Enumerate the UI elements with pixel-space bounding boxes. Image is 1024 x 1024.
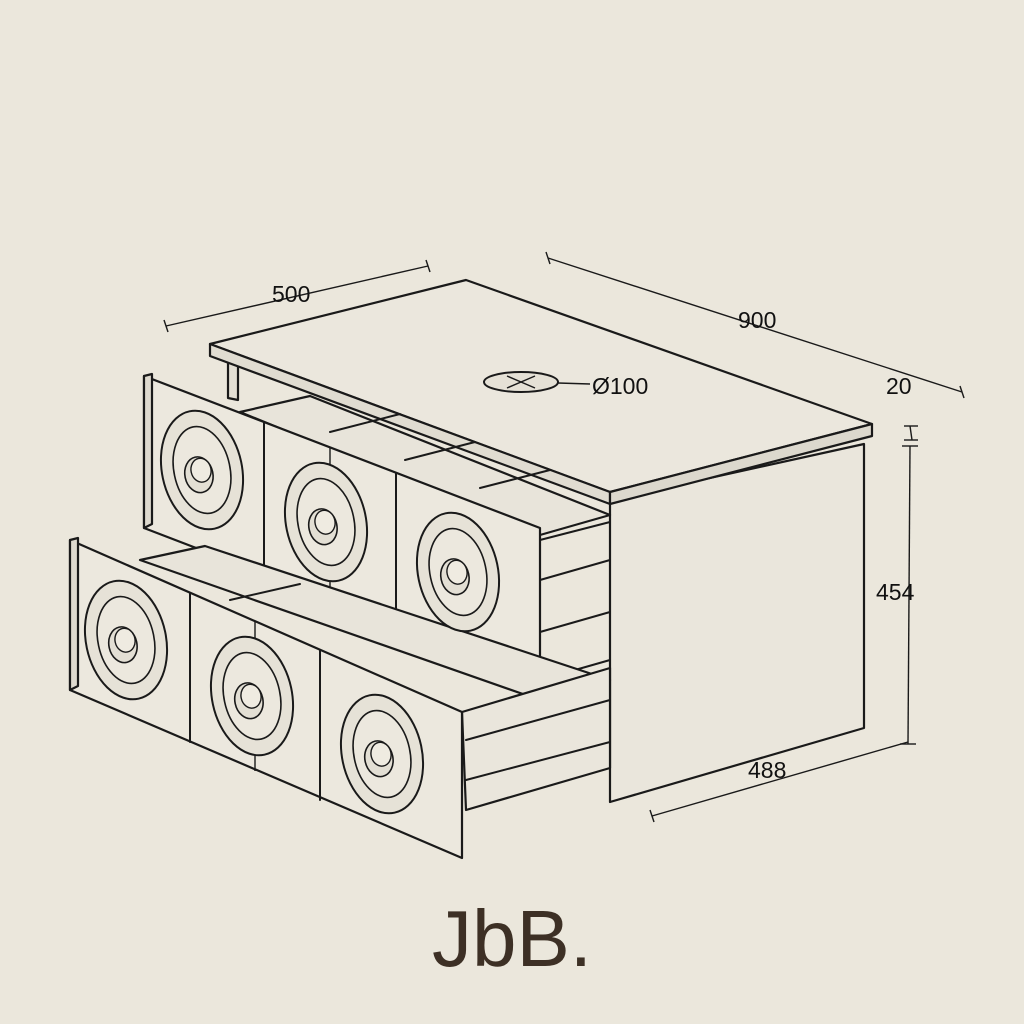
sink-hole [483, 371, 591, 393]
knob-icon [339, 693, 425, 815]
dim-height-label: 454 [876, 579, 915, 605]
dim-depth-label: 500 [272, 281, 310, 307]
knob-icon [83, 579, 169, 701]
dim-width-label: 900 [738, 307, 776, 333]
drawer-knobs [83, 409, 501, 815]
knob-icon [415, 511, 501, 633]
knob-icon [283, 461, 369, 583]
dim-top-thickness-label: 20 [886, 373, 912, 399]
knob-icon [159, 409, 245, 531]
dim-inner-depth-label: 488 [748, 757, 786, 783]
dim-hole-diameter-label: Ø100 [592, 373, 648, 399]
side-panel [608, 442, 866, 804]
dimension-lines [163, 251, 965, 823]
brand-logo: JbB. [432, 894, 592, 983]
countertop [208, 278, 874, 506]
knob-icon [209, 635, 295, 757]
